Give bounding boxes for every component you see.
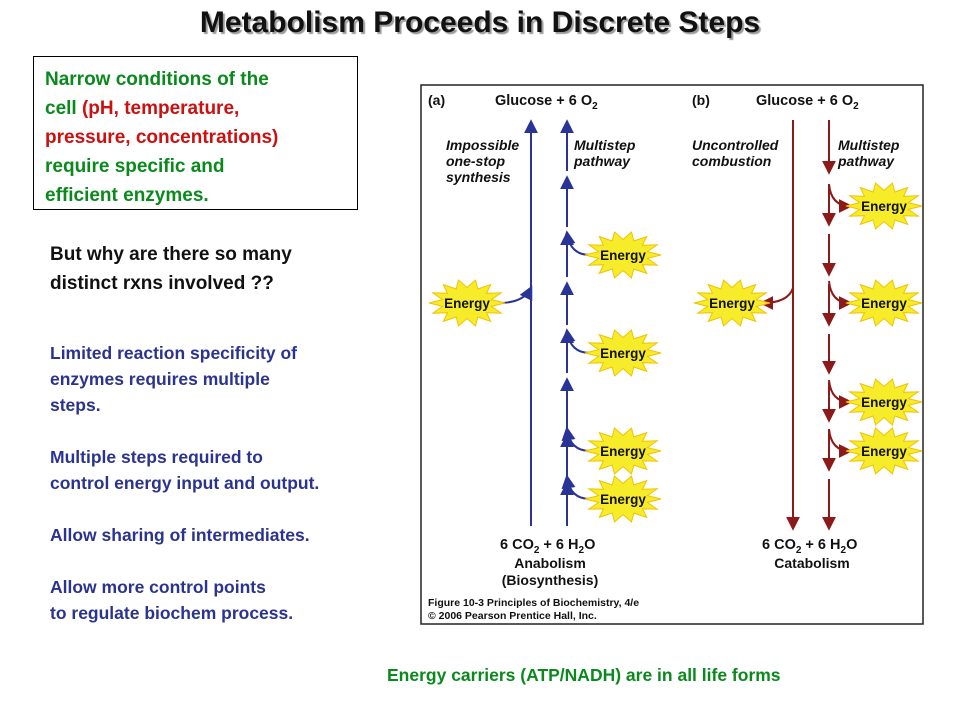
energy-label: Energy <box>861 296 907 311</box>
panel-b-left-label: combustion <box>692 153 771 169</box>
energy-starburst: Energy <box>584 427 662 475</box>
reason-item: Allow more control points to regulate bi… <box>50 574 410 626</box>
panel-a-caption: Anabolism <box>514 555 586 571</box>
conditions-line: efficient enzymes. <box>45 185 209 206</box>
panel-a-products-part: 6 CO <box>500 537 534 553</box>
panel-a-right-label: pathway <box>573 153 631 169</box>
starburst-shape <box>584 329 662 377</box>
slide-title: Metabolism Proceeds in Discrete Steps <box>199 6 761 39</box>
starburst-shape <box>584 475 662 523</box>
conditions-highlight: (pH, temperature, <box>81 98 240 119</box>
panel-b-products-part: + 6 H <box>801 537 840 553</box>
energy-starburst: Energy <box>845 427 923 475</box>
reason-item: Allow sharing of intermediates. <box>50 522 410 548</box>
figure-credit: © 2006 Pearson Prentice Hall, Inc. <box>428 610 597 622</box>
panel-a-left-label: synthesis <box>446 169 511 185</box>
panel-a-caption: (Biosynthesis) <box>502 572 598 588</box>
conditions-box: Narrow conditions of the cell (pH, tempe… <box>33 56 358 210</box>
panel-a-label: (a) <box>428 92 445 108</box>
reason-line: Allow more control points <box>50 577 266 597</box>
panel-a-products-part: 2 <box>534 545 540 556</box>
conditions-line: pressure, concentrations) <box>45 127 279 148</box>
starburst-shape <box>584 231 662 279</box>
figure-credit: Figure 10-3 Principles of Biochemistry, … <box>428 597 639 609</box>
conditions-line: require specific and <box>45 156 225 177</box>
panel-a-left-label: Impossible <box>446 137 519 153</box>
starburst-shape <box>845 279 923 327</box>
energy-input-arrow <box>501 285 533 304</box>
conditions-line: Narrow conditions of the <box>45 69 269 90</box>
reasons-list: Limited reaction specificity of enzymes … <box>50 340 410 652</box>
question-line: But why are there so many <box>50 244 292 265</box>
reason-line: Limited reaction specificity of <box>50 343 297 363</box>
reason-line: Multiple steps required to <box>50 447 263 467</box>
energy-starburst: Energy <box>693 279 771 327</box>
panel-b-reactants-part: Glucose + 6 O <box>756 93 853 109</box>
question-text: But why are there so many distinct rxns … <box>50 240 380 298</box>
panel-a-products-part: 2 <box>579 545 585 556</box>
panel-a-reactants-part: Glucose + 6 O <box>495 93 592 109</box>
panel-a-products: 6 CO2 + 6 H2O <box>500 537 595 556</box>
energy-starburst: Energy <box>584 329 662 377</box>
conditions-text: cell <box>45 98 82 119</box>
reason-line: control energy input and output. <box>50 473 320 493</box>
energy-label: Energy <box>444 296 490 311</box>
reason-item: Multiple steps required to control energ… <box>50 444 410 496</box>
panel-a-right-label: Multistep <box>574 137 636 153</box>
metabolism-figure: (a)Glucose + 6 O2Impossibleone-stopsynth… <box>420 84 924 625</box>
panel-b-products-part: 2 <box>796 545 802 556</box>
energy-label: Energy <box>861 395 907 410</box>
energy-label: Energy <box>861 444 907 459</box>
reason-line: Allow sharing of intermediates. <box>50 525 310 545</box>
energy-starburst: Energy <box>428 279 506 327</box>
panel-b-reactants: Glucose + 6 O2 <box>756 93 859 112</box>
panel-a-reactants: Glucose + 6 O2 <box>495 93 598 112</box>
starburst-shape <box>693 279 771 327</box>
energy-starburst: Energy <box>845 378 923 426</box>
reason-item: Limited reaction specificity of enzymes … <box>50 340 410 418</box>
panel-a-reactants-part: 2 <box>592 101 598 112</box>
energy-starburst: Energy <box>845 279 923 327</box>
panel-b-reactants-part: 2 <box>853 101 859 112</box>
conditions-line: cell (pH, temperature, <box>45 94 347 123</box>
reason-line: enzymes requires multiple <box>50 369 270 389</box>
energy-starburst: Energy <box>845 182 923 230</box>
energy-label: Energy <box>861 199 907 214</box>
energy-label: Energy <box>709 296 755 311</box>
panel-b-products: 6 CO2 + 6 H2O <box>762 537 857 556</box>
starburst-shape <box>845 182 923 230</box>
panel-b-caption: Catabolism <box>774 555 849 571</box>
starburst-shape <box>845 378 923 426</box>
panel-b-products-part: 6 CO <box>762 537 796 553</box>
energy-label: Energy <box>600 444 646 459</box>
starburst-shape <box>428 279 506 327</box>
energy-starburst: Energy <box>584 475 662 523</box>
energy-carriers-note: Energy carriers (ATP/NADH) are in all li… <box>387 665 781 685</box>
energy-starburst: Energy <box>584 231 662 279</box>
starburst-shape <box>845 427 923 475</box>
panel-b-products-part: O <box>846 537 857 553</box>
reason-line: steps. <box>50 395 101 415</box>
panel-a-products-part: O <box>584 537 595 553</box>
panel-a-products-part: + 6 H <box>539 537 578 553</box>
panel-b-right-label: pathway <box>837 153 895 169</box>
panel-b-label: (b) <box>692 92 710 108</box>
panel-b-left-label: Uncontrolled <box>692 137 779 153</box>
energy-label: Energy <box>600 248 646 263</box>
question-line: distinct rxns involved ?? <box>50 273 274 294</box>
energy-label: Energy <box>600 492 646 507</box>
panel-b-products-part: 2 <box>841 545 847 556</box>
reason-line: to regulate biochem process. <box>50 603 294 623</box>
starburst-shape <box>584 427 662 475</box>
panel-a-left-label: one-stop <box>446 153 506 169</box>
panel-b-right-label: Multistep <box>838 137 900 153</box>
energy-label: Energy <box>600 346 646 361</box>
figure-frame <box>420 84 924 625</box>
